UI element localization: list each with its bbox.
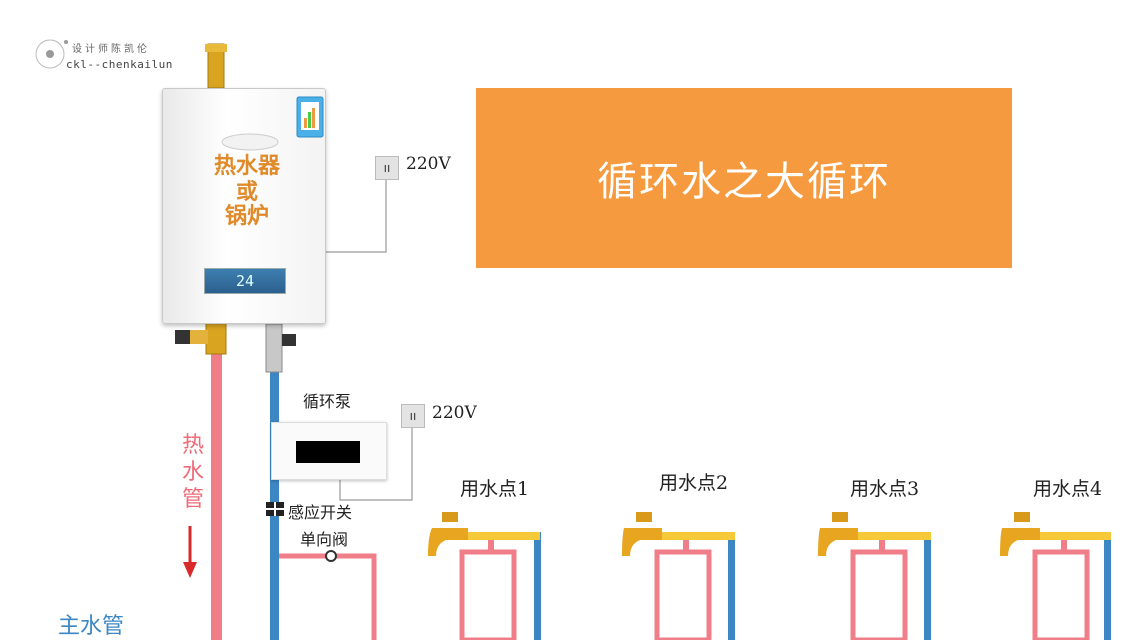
inlet-cap-icon	[205, 44, 227, 52]
water-point-2-label: 用水点2	[659, 472, 729, 494]
pump-label: 循环泵	[303, 392, 352, 411]
flow-arrow-head-icon	[183, 562, 197, 578]
heater-label-line2: 或	[235, 179, 258, 205]
hot-pipe-label: 热水管	[181, 433, 204, 512]
water-point-4	[1000, 512, 1111, 640]
designer-handle: ckl--chenkailun	[66, 58, 173, 71]
outlet-icon: ıı	[375, 156, 399, 180]
check-valve-icon	[325, 550, 337, 562]
heater-burner-icon	[221, 133, 279, 151]
water-point-1-label: 用水点1	[460, 478, 530, 500]
pump-outlet-icon: ıı	[401, 404, 425, 428]
title-banner: 循环水之大循环	[476, 88, 1012, 268]
water-point-1	[428, 512, 541, 640]
heater-phone-icon	[296, 96, 324, 138]
heater-power-wire	[324, 178, 387, 253]
hot-water-pipe	[211, 352, 222, 640]
heater-display: 24	[204, 268, 286, 294]
outlet-fitting-icon	[205, 321, 227, 355]
main-pipe-label: 主水管	[58, 614, 125, 639]
water-point-4-label: 用水点4	[1033, 478, 1103, 500]
pump-screen	[296, 441, 360, 463]
water-point-3-label: 用水点3	[850, 478, 920, 500]
bypass-pipe	[279, 553, 377, 640]
sensor-switch-label: 感应开关	[288, 503, 353, 522]
outlet-valve-knob-icon	[175, 330, 190, 344]
heater-label-line3: 锅炉	[224, 203, 269, 229]
return-fitting-icon	[265, 323, 283, 373]
water-point-3	[818, 512, 931, 640]
logo-mark-icon	[35, 39, 68, 69]
check-valve-label: 单向阀	[300, 530, 349, 549]
banner-title: 循环水之大循环	[597, 159, 891, 205]
outlet-valve-icon	[190, 330, 208, 344]
pump-voltage: 220V	[432, 403, 477, 423]
pump-power-wire	[339, 426, 413, 501]
designer-name: 设计师陈凯伦	[72, 44, 150, 55]
heater-label-line1: 热水器	[213, 153, 280, 179]
heater-voltage: 220V	[406, 154, 451, 174]
return-valve-knob-icon	[282, 334, 296, 346]
water-point-2	[622, 512, 735, 640]
